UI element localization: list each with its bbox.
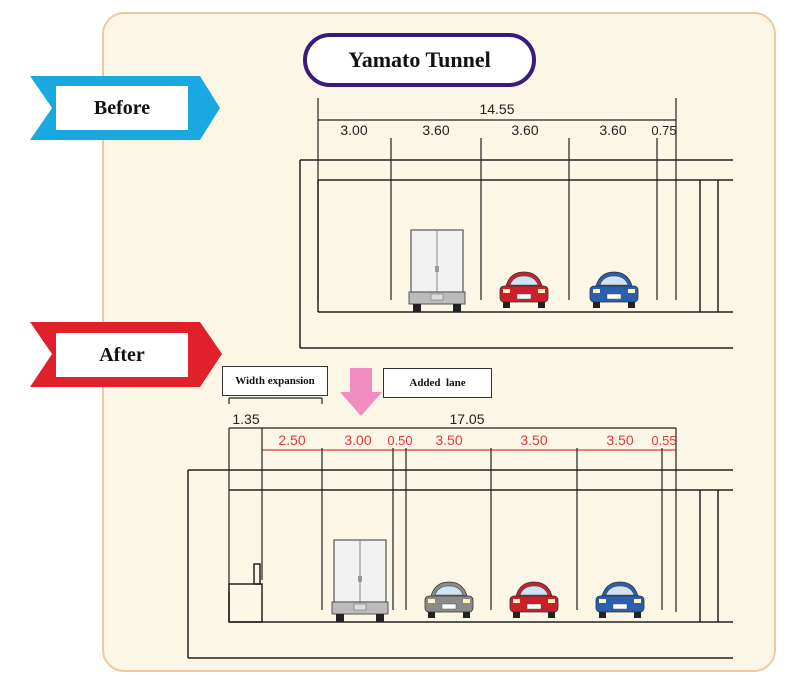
background-panel	[102, 12, 776, 672]
before-blue-car	[589, 271, 639, 309]
after-total-width: 17.05	[449, 411, 484, 427]
before-seg-2: 3.60	[511, 122, 538, 138]
after-seg-6: 0.55	[651, 433, 676, 448]
after-lane-dividers	[261, 427, 677, 612]
before-tunnel-structure	[299, 159, 733, 349]
before-label: Before	[56, 86, 188, 130]
after-tunnel-structure	[187, 469, 733, 659]
after-blue-car	[595, 581, 645, 619]
before-red-car	[499, 271, 549, 309]
expansion-bracket	[228, 397, 323, 592]
after-seg-1: 3.00	[344, 432, 371, 448]
after-seg-3: 3.50	[435, 432, 462, 448]
expansion-width: 1.35	[232, 411, 259, 427]
added-lane-label: Added lane	[383, 368, 492, 398]
before-seg-3: 3.60	[599, 122, 626, 138]
after-seg-2: 0.50	[387, 433, 412, 448]
before-seg-0: 3.00	[340, 122, 367, 138]
tunnel-title: Yamato Tunnel	[303, 33, 536, 87]
width-expansion-label: Width expansion	[222, 366, 328, 396]
before-truck	[408, 229, 466, 313]
after-truck	[331, 539, 389, 623]
after-silver-car	[424, 581, 474, 619]
after-seg-0: 2.50	[278, 432, 305, 448]
before-total-width: 14.55	[479, 101, 514, 117]
after-red-car	[509, 581, 559, 619]
added-lane-down-arrow	[340, 368, 382, 416]
after-label: After	[56, 333, 188, 377]
after-seg-5: 3.50	[606, 432, 633, 448]
after-seg-4: 3.50	[520, 432, 547, 448]
before-seg-1: 3.60	[422, 122, 449, 138]
before-seg-4: 0.75	[651, 123, 676, 138]
